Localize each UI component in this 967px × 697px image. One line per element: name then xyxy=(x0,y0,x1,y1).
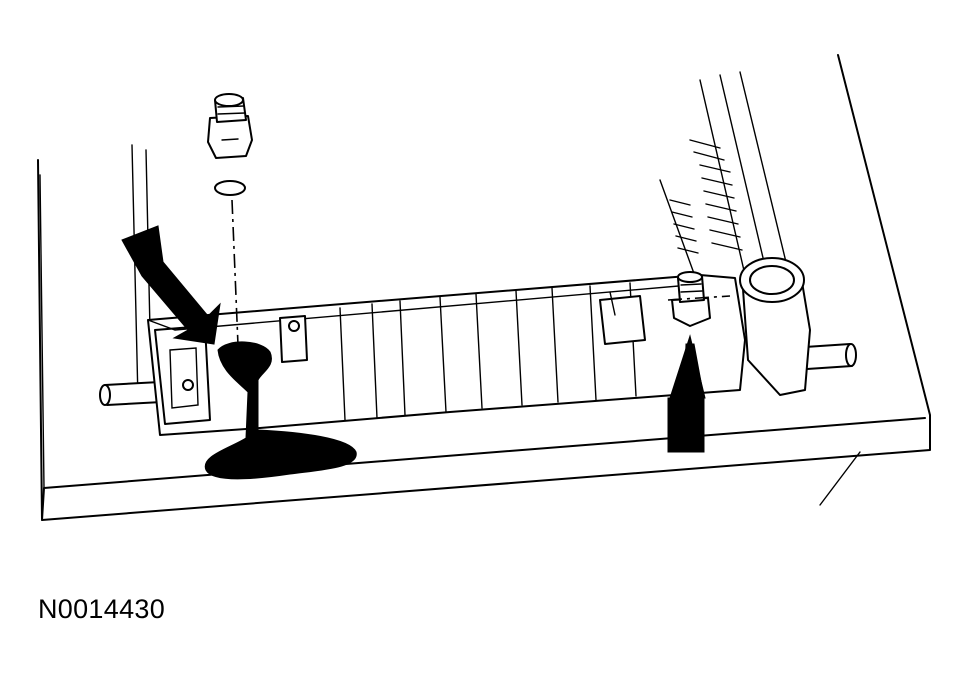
arrow-down-right-icon xyxy=(121,225,221,345)
radiator-tank xyxy=(99,274,857,436)
radiator-fins xyxy=(669,139,743,254)
hose-outlet xyxy=(739,257,811,396)
o-ring xyxy=(214,180,246,196)
figure-id-label: N0014430 xyxy=(38,594,166,624)
installed-drain-plug xyxy=(671,271,711,327)
arrow-up-icon xyxy=(667,334,706,453)
center-line xyxy=(231,199,239,346)
coolant-spill xyxy=(204,341,357,480)
removed-drain-plug xyxy=(207,93,253,159)
